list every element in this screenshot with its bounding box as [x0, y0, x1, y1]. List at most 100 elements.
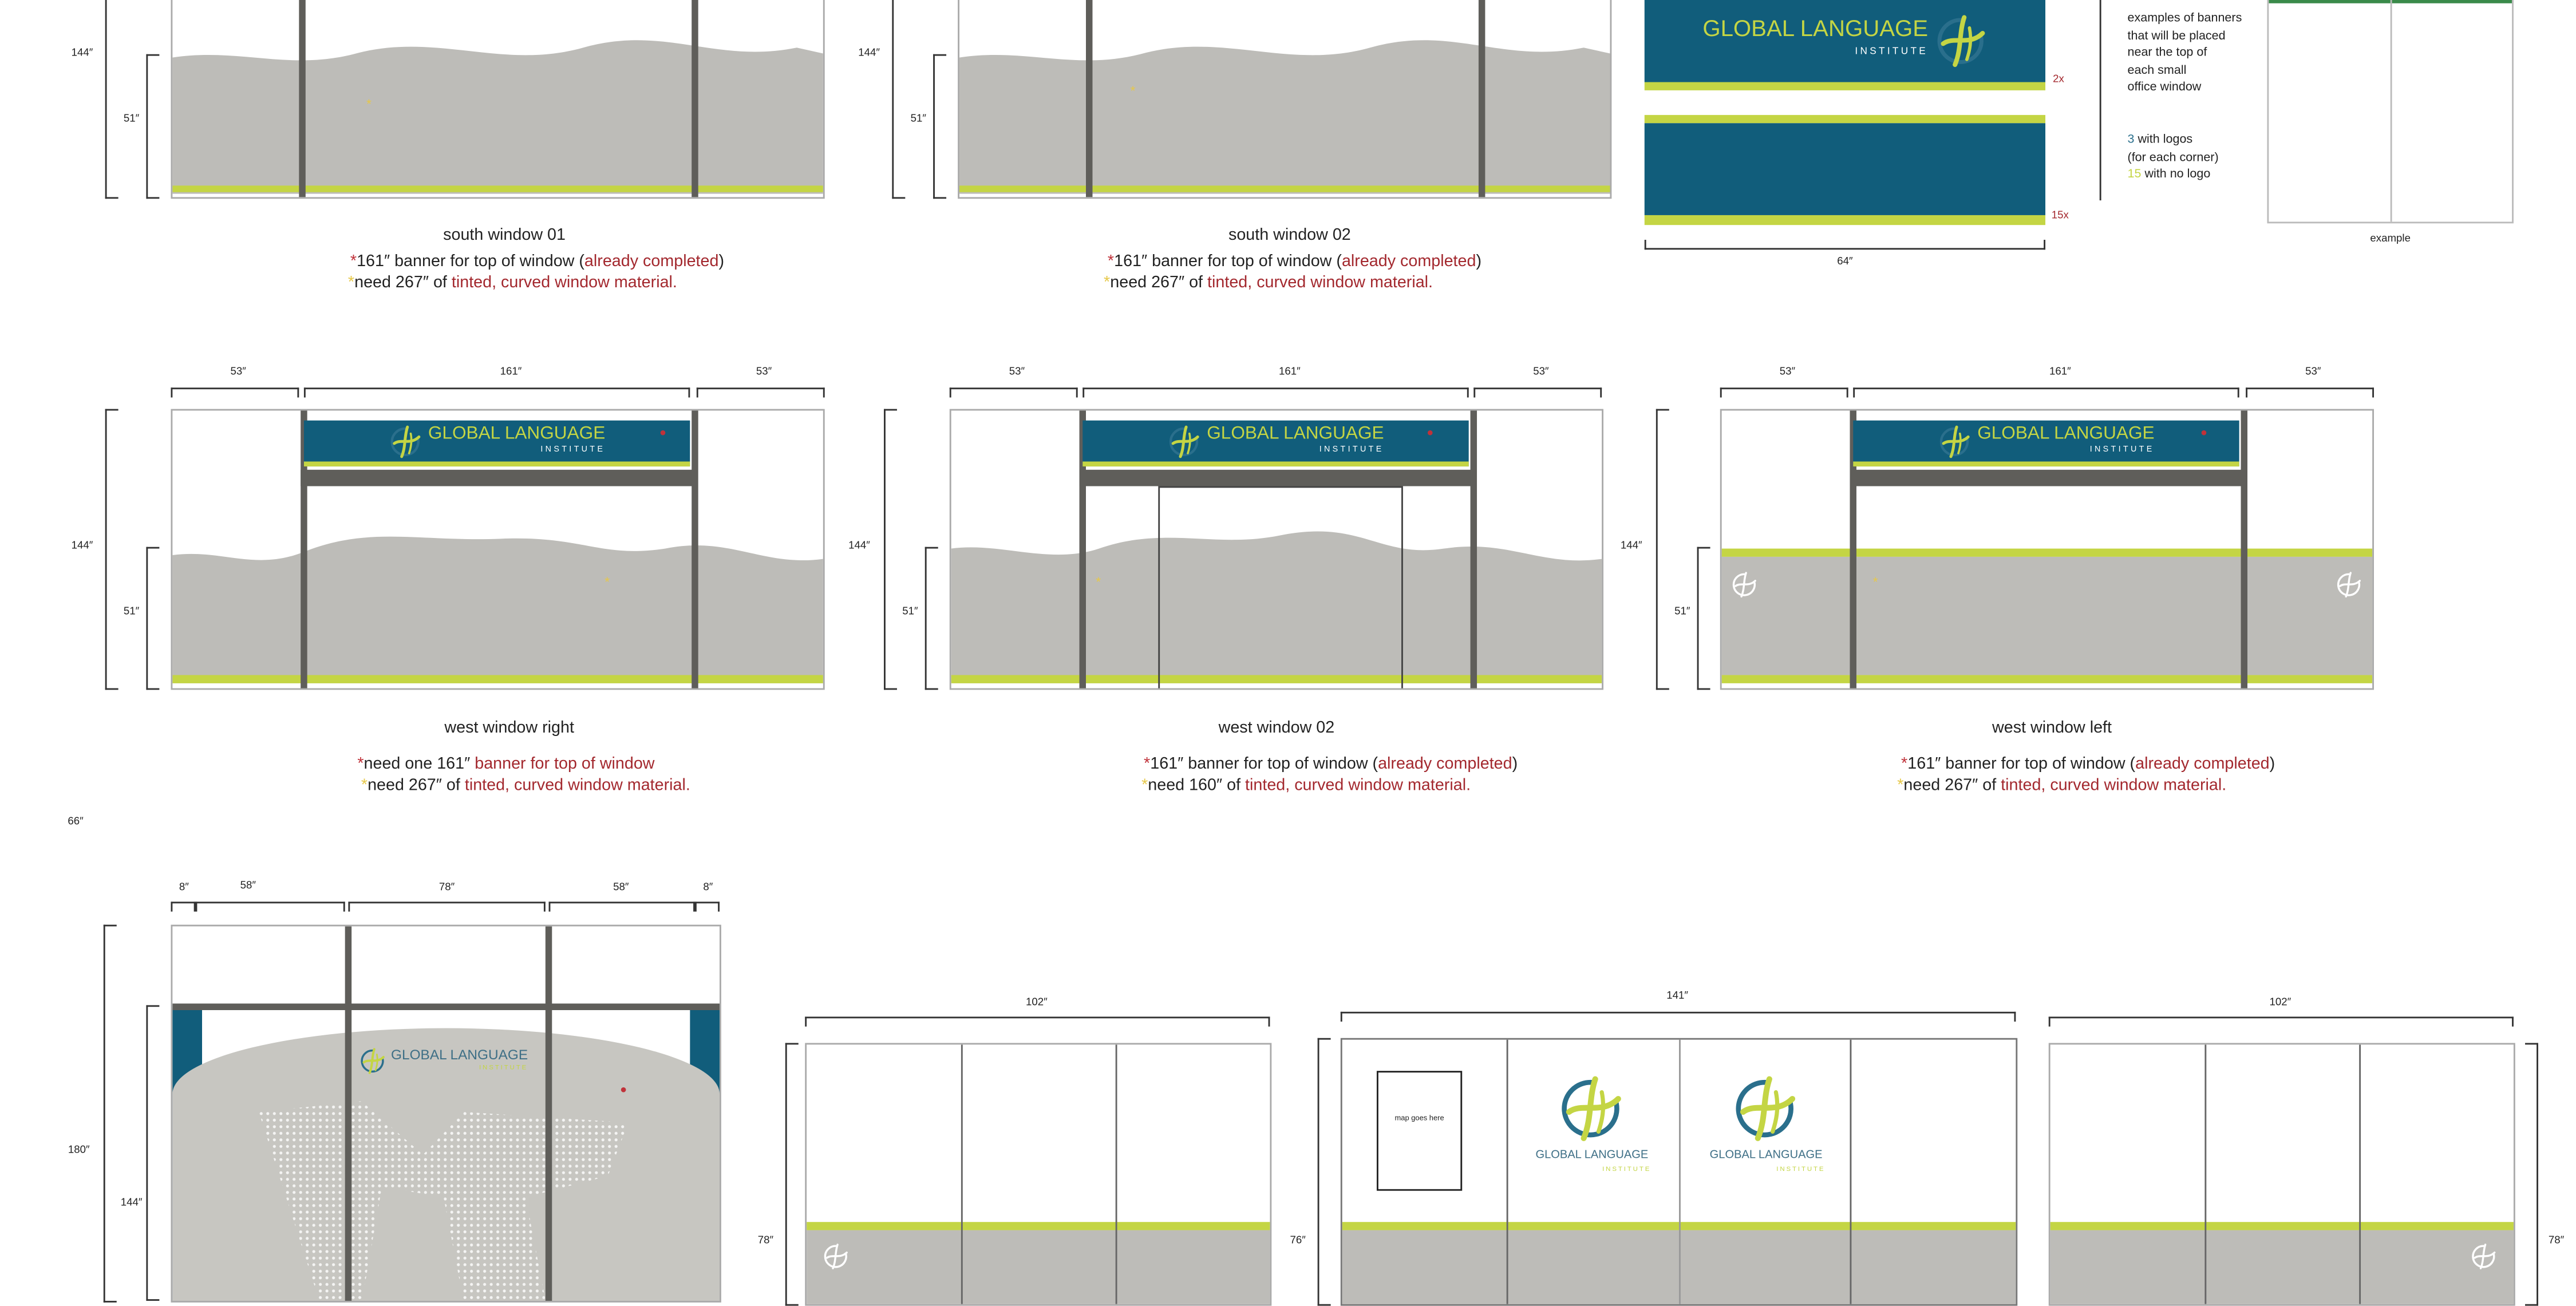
mullion [299, 0, 306, 197]
window-title: west window right [444, 719, 574, 738]
dimension-bracket [949, 387, 1078, 398]
logo-icon [1938, 425, 1970, 457]
yellow-asterisk-marker: * [1872, 575, 1878, 590]
green-stripe [2050, 1222, 2514, 1230]
mullion [1478, 0, 1485, 197]
dimension-bracket [1082, 387, 1469, 398]
transom-bar [1079, 469, 1474, 486]
green-stripe [1644, 215, 2046, 225]
mullion [1470, 410, 1477, 688]
window-title: south window 02 [1228, 227, 1351, 245]
transom-bar [301, 469, 695, 486]
tinted-wave-film [959, 40, 1610, 194]
dim-label: 78″ [757, 1235, 774, 1247]
dimension-bracket [2048, 1016, 2514, 1027]
mullion [692, 410, 698, 688]
banner-count-plain: 15x [2051, 210, 2069, 222]
dim-total: 144″ [71, 48, 93, 60]
dimension-bracket [171, 387, 299, 398]
dimension-bracket [1340, 1011, 2016, 1022]
dimension-bracket [805, 1016, 1270, 1027]
green-stripe [959, 185, 1610, 192]
mullion [545, 926, 552, 1301]
note-line-2: *need 160″ of tinted, curved window mate… [1141, 777, 1471, 796]
dim-label: 8″ [179, 882, 189, 894]
note-divider [2099, 0, 2101, 201]
mullion [1086, 0, 1093, 197]
south-window-02: * [958, 0, 1612, 199]
green-stripe [1721, 675, 2373, 683]
banner-count-logo: 2x [2053, 74, 2064, 86]
south-window-01: * [171, 0, 825, 199]
dim-total: 180″ [68, 1145, 90, 1157]
dim-label: 58″ [240, 880, 256, 892]
green-stripe [1342, 1222, 2016, 1230]
dimension-bracket [924, 547, 938, 690]
dim-total: 144″ [71, 540, 93, 552]
yellow-asterisk-marker: * [366, 97, 372, 112]
note-line-1: *161″ banner for top of window (already … [1901, 755, 2275, 774]
dimension-bracket [1853, 387, 2239, 398]
dimension-bracket [1656, 409, 1669, 690]
dimension-bracket [146, 54, 160, 199]
note-text: that will be placed [2127, 27, 2226, 42]
green-stripe [172, 185, 823, 192]
dimension-bracket [171, 901, 196, 912]
dimension-bracket [2246, 387, 2374, 398]
dimension-bracket [105, 409, 118, 690]
note-line-1: *need one 161″ banner for top of window [357, 755, 655, 774]
note-line-1: *161″ banner for top of window (already … [1107, 252, 1482, 271]
dim-lower: 51″ [1674, 605, 1690, 618]
red-marker [660, 430, 666, 436]
dim-label: 58″ [613, 882, 629, 894]
tinted-wave-film [172, 40, 823, 194]
mullion [1850, 410, 1856, 688]
window-title: south window 01 [443, 227, 566, 245]
dim-lower: 51″ [123, 605, 140, 618]
dim-label: 53″ [2305, 366, 2321, 378]
dim-total: 144″ [848, 540, 870, 552]
green-stripe [172, 675, 823, 683]
dimension-bracket [146, 1005, 160, 1301]
green-stripe [1644, 82, 2046, 90]
dimension-bracket [1697, 547, 1710, 690]
red-marker [2201, 430, 2207, 436]
tinted-wave-film [172, 536, 823, 683]
dim-label: 53″ [230, 366, 246, 378]
dimension-bracket [548, 901, 695, 912]
dim-label: 76″ [1290, 1235, 1306, 1247]
example-label: example [2370, 233, 2411, 245]
dimension-bracket [933, 54, 947, 199]
dimension-bracket [884, 409, 897, 690]
mullion [1079, 410, 1086, 688]
dim-label: 53″ [756, 366, 772, 378]
dimension-bracket [1317, 1038, 1331, 1306]
dim-inner: 144″ [120, 1197, 143, 1209]
dim-label: 161″ [1278, 366, 1301, 378]
note-line-2: *need 267″ of tinted, curved window mate… [361, 777, 690, 796]
dimension-bracket [1720, 387, 1848, 398]
dimension-bracket [146, 547, 160, 690]
dim-66: 66″ [68, 816, 84, 828]
dim-label: 161″ [500, 366, 522, 378]
dimension-bracket [694, 901, 720, 912]
tinted-film [1721, 556, 2373, 675]
dim-label: 161″ [2049, 366, 2071, 378]
dim-label: 102″ [1026, 997, 1048, 1009]
note-line-1: *161″ banner for top of window (already … [1144, 755, 1518, 774]
dimension-bracket [105, 0, 118, 199]
logo-icon [360, 1048, 386, 1074]
corner-logo-icon [2471, 1244, 2497, 1270]
transom-bar [1850, 469, 2245, 486]
example-window [2267, 0, 2514, 224]
green-stripe [1721, 548, 2373, 557]
window-title: west window 02 [1218, 719, 1335, 738]
dim-lower: 51″ [123, 113, 140, 125]
dimension-bracket [103, 924, 117, 1303]
